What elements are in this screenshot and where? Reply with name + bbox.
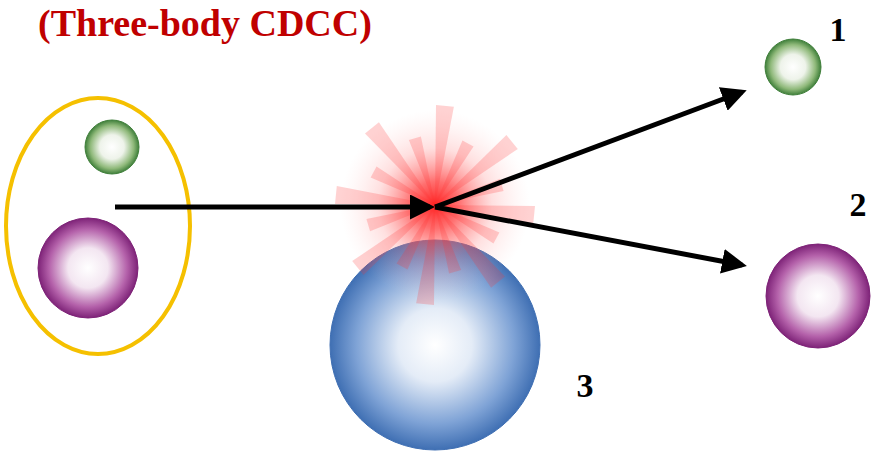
burst-ray	[352, 205, 435, 275]
projectile-outline	[6, 98, 190, 354]
light-fragment	[85, 120, 139, 174]
burst-ray	[435, 135, 518, 205]
heavy-fragment	[38, 218, 138, 318]
particle-number: 2	[850, 188, 867, 222]
incident-arrow	[115, 205, 430, 210]
particle-number: 3	[577, 369, 594, 403]
particle-number: 1	[830, 13, 847, 47]
outgoing-arrow	[435, 92, 742, 207]
heavy-fragment	[766, 244, 870, 348]
diagram-title: (Three-body CDCC)	[38, 4, 372, 42]
outgoing-arrow	[435, 207, 742, 265]
burst-ray	[409, 136, 435, 205]
burst-ray	[365, 122, 435, 205]
light-fragment	[765, 39, 821, 95]
burst-ray	[435, 205, 461, 274]
